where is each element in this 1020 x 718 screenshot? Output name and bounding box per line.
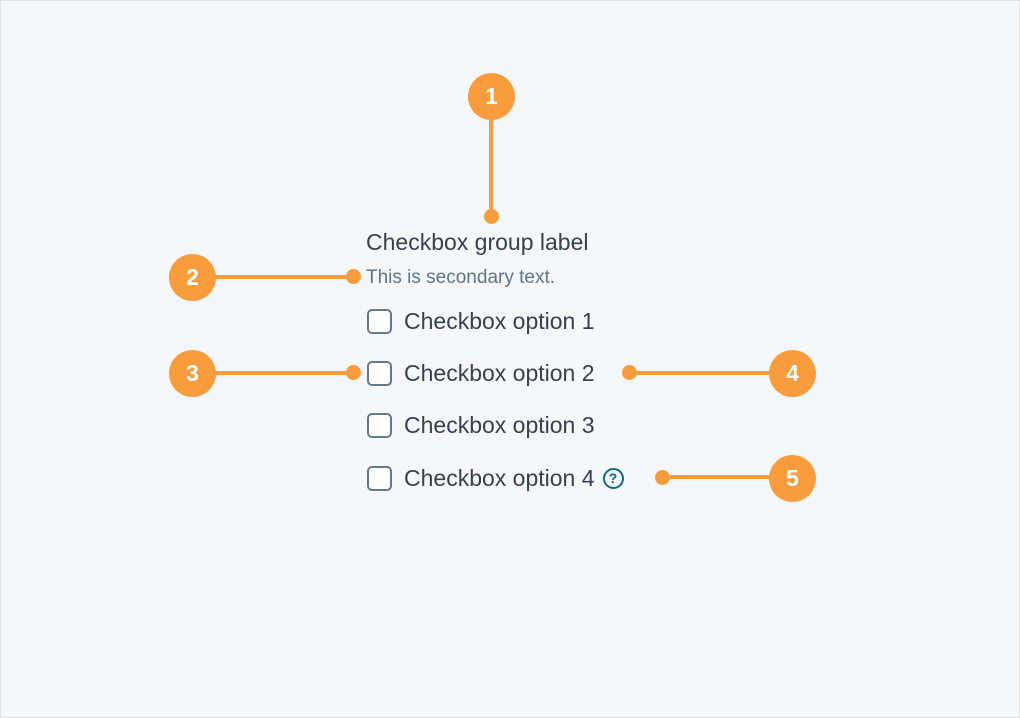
checkbox-option-label: Checkbox option 1 [404,307,595,334]
checkbox-input[interactable] [367,465,392,491]
callout-number: 4 [786,360,799,386]
callout-badge-1: 1 [468,73,515,120]
callout-line-5 [663,475,771,479]
help-question-icon[interactable]: ? [602,467,624,489]
callout-badge-5: 5 [769,455,816,502]
checkbox-input[interactable] [367,412,392,438]
checkbox-option-label: Checkbox option 3 [404,411,595,438]
callout-dot-4 [622,365,637,380]
callout-number: 5 [786,465,799,491]
callout-line-1 [489,118,493,216]
callout-line-4 [631,371,771,375]
checkbox-input[interactable] [367,360,392,386]
checkbox-option-row[interactable]: Checkbox option 2 [367,356,595,390]
callout-badge-3: 3 [169,350,216,397]
checkbox-option-label: Checkbox option 2 [404,359,595,386]
checkbox-option-row[interactable]: Checkbox option 1 [367,304,595,338]
callout-dot-1 [484,209,499,224]
callout-number: 3 [186,360,199,386]
checkbox-option-label: Checkbox option 4 [404,464,595,491]
checkbox-option-row[interactable]: Checkbox option 4 ? [367,461,624,495]
checkbox-input[interactable] [367,308,392,334]
callout-badge-2: 2 [169,254,216,301]
callout-dot-5 [655,470,670,485]
checkbox-option-row[interactable]: Checkbox option 3 [367,408,595,442]
callout-line-3 [214,371,353,375]
callout-dot-3 [346,365,361,380]
callout-dot-2 [346,269,361,284]
secondary-text: This is secondary text. [366,267,556,288]
checkbox-group-label: Checkbox group label [366,229,589,255]
callout-badge-4: 4 [769,350,816,397]
callout-number: 1 [485,83,498,109]
callout-line-2 [214,275,353,279]
callout-number: 2 [186,264,199,290]
